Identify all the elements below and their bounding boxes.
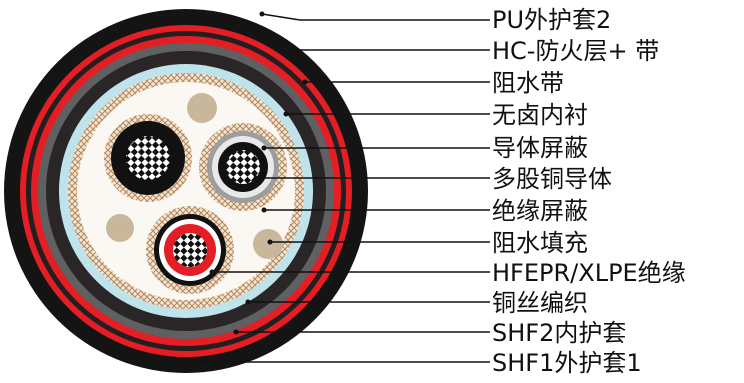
label-pu-outer-sheath: PU外护套2 <box>492 6 611 34</box>
label-water-blocking-filler: 阻水填充 <box>492 229 588 257</box>
core-top-left <box>104 114 192 202</box>
filler-left <box>106 214 134 242</box>
label-insulation: HFEPR/XLPE绝缘 <box>492 259 686 287</box>
label-halogen-free-lining: 无卤内衬 <box>492 101 588 129</box>
label-outer-sheath-1: SHF1外护套1 <box>492 349 642 377</box>
label-copper-braid: 铜丝编织 <box>492 289 588 317</box>
label-water-blocking-tape: 阻水带 <box>492 69 564 97</box>
label-fire-layer: HC-防火层+ 带 <box>492 37 659 65</box>
water-blocking-fillers <box>106 93 283 259</box>
filler-top <box>187 93 217 123</box>
core-bottom <box>146 206 234 294</box>
label-insulation-screen: 绝缘屏蔽 <box>492 197 588 225</box>
label-inner-sheath: SHF2内护套 <box>492 319 626 347</box>
core-right <box>199 123 287 211</box>
cable-sheath-layers <box>4 9 368 373</box>
label-stranded-copper: 多股铜导体 <box>492 165 612 193</box>
filler-right <box>253 229 283 259</box>
label-conductor-screen: 导体屏蔽 <box>492 134 588 162</box>
leader-lines <box>201 11 490 365</box>
layer-labels: PU外护套2 HC-防火层+ 带 阻水带 无卤内衬 导体屏蔽 多股铜导体 绝缘屏… <box>492 6 686 377</box>
